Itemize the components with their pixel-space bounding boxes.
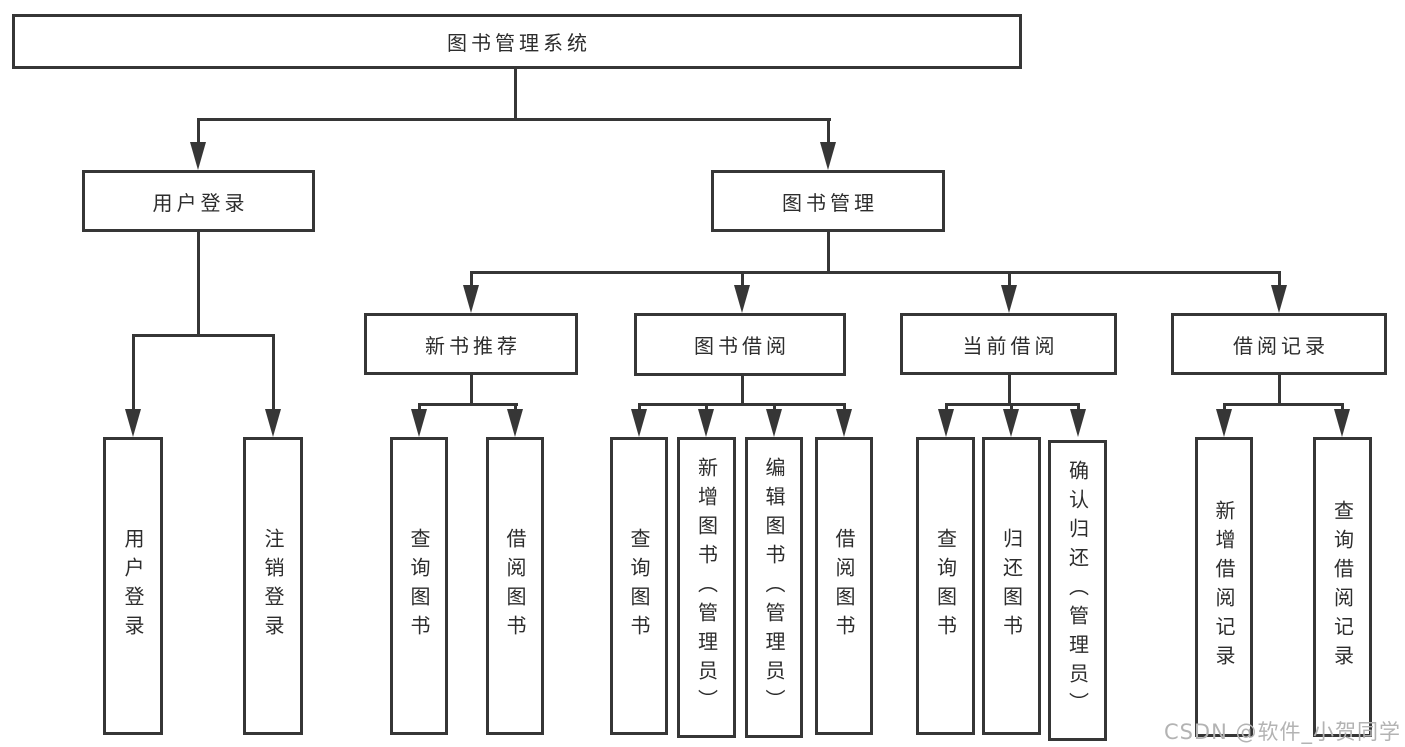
- arrowhead-down-icon: [265, 409, 281, 437]
- arrowhead-down-icon: [1003, 409, 1019, 437]
- node-user-login-label: 用户登录: [152, 190, 249, 215]
- connector-line: [470, 271, 1281, 274]
- connector-line: [827, 232, 830, 274]
- node-new-book-rec-label: 新书推荐: [425, 333, 521, 358]
- node-leaf-confirm-return-label: 确认归还（管理员）: [1065, 460, 1090, 721]
- connector-line: [705, 403, 708, 413]
- arrowhead-down-icon: [820, 142, 836, 170]
- connector-line: [1223, 403, 1344, 406]
- connector-line: [843, 403, 846, 413]
- node-leaf-logout-label: 注销登录: [261, 528, 285, 644]
- connector-line: [1008, 375, 1011, 406]
- arrowhead-down-icon: [507, 409, 523, 437]
- node-leaf-borrow-book-2: 借阅图书: [815, 437, 873, 735]
- node-leaf-add-record: 新增借阅记录: [1195, 437, 1253, 737]
- node-user-login: 用户登录: [82, 170, 315, 232]
- node-current-borrow: 当前借阅: [900, 313, 1117, 375]
- arrowhead-down-icon: [1334, 409, 1350, 437]
- connector-line: [470, 271, 473, 291]
- node-leaf-add-book: 新增图书（管理员）: [677, 437, 736, 738]
- arrowhead-down-icon: [411, 409, 427, 437]
- node-root-label: 图书管理系统: [447, 31, 591, 55]
- node-leaf-borrow-book-1-label: 借阅图书: [503, 528, 527, 644]
- connector-line: [827, 118, 830, 148]
- node-leaf-user-login: 用户登录: [103, 437, 163, 735]
- arrowhead-down-icon: [190, 142, 206, 170]
- connector-line: [945, 403, 948, 413]
- node-leaf-user-login-label: 用户登录: [121, 528, 145, 644]
- connector-line: [514, 68, 517, 121]
- node-leaf-return-book-label: 归还图书: [999, 528, 1024, 644]
- arrowhead-down-icon: [631, 409, 647, 437]
- node-book-mgmt: 图书管理: [711, 170, 945, 232]
- connector-line: [638, 403, 846, 406]
- connector-line: [132, 334, 135, 412]
- node-leaf-borrow-book-1: 借阅图书: [486, 437, 544, 735]
- node-book-mgmt-label: 图书管理: [782, 190, 878, 215]
- node-leaf-query-book-1-label: 查询图书: [407, 528, 431, 644]
- arrowhead-down-icon: [1271, 285, 1287, 313]
- node-book-borrow: 图书借阅: [634, 313, 846, 376]
- node-root: 图书管理系统: [12, 14, 1022, 69]
- connector-line: [470, 375, 473, 406]
- connector-line: [1010, 403, 1013, 413]
- node-leaf-query-book-1: 查询图书: [390, 437, 448, 735]
- node-leaf-query-record-label: 查询借阅记录: [1330, 500, 1355, 674]
- connector-line: [1223, 403, 1226, 413]
- arrowhead-down-icon: [766, 409, 782, 437]
- arrowhead-down-icon: [938, 409, 954, 437]
- connector-line: [638, 403, 641, 413]
- node-leaf-return-book: 归还图书: [982, 437, 1041, 735]
- node-current-borrow-label: 当前借阅: [962, 333, 1059, 358]
- connector-line: [741, 271, 744, 291]
- connector-line: [773, 403, 776, 413]
- node-leaf-add-book-label: 新增图书（管理员）: [694, 457, 719, 718]
- connector-line: [514, 403, 517, 413]
- node-leaf-confirm-return: 确认归还（管理员）: [1048, 440, 1107, 741]
- arrowhead-down-icon: [1070, 409, 1086, 437]
- arrowhead-down-icon: [1001, 285, 1017, 313]
- connector-line: [1008, 271, 1011, 291]
- node-borrow-record: 借阅记录: [1171, 313, 1387, 375]
- node-leaf-query-book-2-label: 查询图书: [627, 528, 651, 644]
- connector-line: [1278, 375, 1281, 406]
- connector-line: [197, 118, 200, 148]
- node-leaf-query-record: 查询借阅记录: [1313, 437, 1372, 737]
- connector-line: [272, 334, 275, 412]
- node-borrow-record-label: 借阅记录: [1233, 333, 1329, 358]
- node-leaf-query-book-3-label: 查询图书: [933, 528, 958, 644]
- node-leaf-edit-book: 编辑图书（管理员）: [745, 437, 803, 738]
- connector-line: [132, 334, 275, 337]
- connector-line: [418, 403, 518, 406]
- node-leaf-edit-book-label: 编辑图书（管理员）: [762, 457, 786, 718]
- connector-line: [197, 232, 200, 337]
- arrowhead-down-icon: [463, 285, 479, 313]
- arrowhead-down-icon: [734, 285, 750, 313]
- connector-line: [1077, 403, 1080, 413]
- node-leaf-borrow-book-2-label: 借阅图书: [832, 528, 856, 644]
- connector-line: [418, 403, 421, 413]
- connector-line: [741, 375, 744, 406]
- csdn-watermark: CSDN @软件_小贺同学: [1163, 720, 1401, 744]
- arrowhead-down-icon: [1216, 409, 1232, 437]
- arrowhead-down-icon: [836, 409, 852, 437]
- node-book-borrow-label: 图书借阅: [694, 334, 790, 358]
- node-leaf-query-book-2: 查询图书: [610, 437, 668, 735]
- arrowhead-down-icon: [698, 409, 714, 437]
- node-new-book-rec: 新书推荐: [364, 313, 578, 375]
- connector-line: [1341, 403, 1344, 413]
- arrowhead-down-icon: [125, 409, 141, 437]
- node-leaf-query-book-3: 查询图书: [916, 437, 975, 735]
- node-leaf-logout: 注销登录: [243, 437, 303, 735]
- connector-line: [1278, 271, 1281, 291]
- node-leaf-add-record-label: 新增借阅记录: [1212, 500, 1236, 674]
- connector-line: [197, 118, 831, 121]
